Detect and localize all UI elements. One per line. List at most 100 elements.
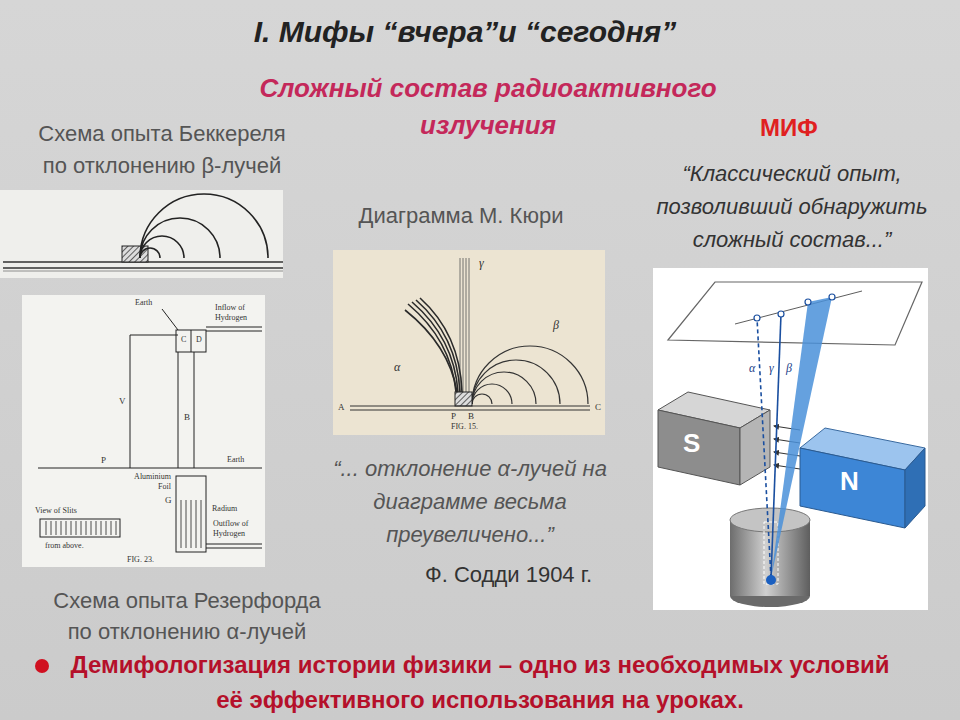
part-letter: C [594,402,602,413]
magnet-figure [805,299,811,305]
rutherford-figure [91,521,92,535]
magnet-figure [905,448,925,528]
magnet-figure [754,315,760,321]
ray-letter: γ [478,256,485,270]
becquerel-figure [140,218,220,258]
rutherford-figure [86,521,87,535]
curie-diagram [350,405,590,406]
ray-letter: β [785,361,793,375]
rutherford-figure [162,309,178,330]
part-letter: P [100,455,107,466]
pole-letter: N [840,466,859,497]
quote: “Классический опыт, позволивший обнаружи… [632,157,952,256]
rutherford-figure [191,500,192,548]
curie-diagram [463,258,464,392]
becquerel-figure [3,267,283,269]
rutherford-figure [101,521,102,535]
rutherford-figure [191,330,192,352]
curie-diagram [469,258,470,392]
figure-caption: Диаграмма М. Кюри [330,203,592,229]
rutherford-figure [38,468,262,469]
curie-diagram [472,384,512,404]
becquerel-figure [140,194,268,258]
rutherford-figure [196,500,197,548]
part-letter: D [195,335,203,345]
part-letter: P [450,411,457,422]
rutherford-figure [176,476,206,552]
quote-author: Ф. Содди 1904 г. [425,562,592,588]
curie-diagram [412,302,458,392]
curie-diagram [405,298,462,392]
rutherford-figure [206,548,262,549]
magnet-figure [653,268,928,610]
becquerel-figure [140,194,268,258]
ray-letter: γ [768,361,775,375]
rutherford-figure [76,521,77,535]
rutherford-figure [206,331,262,332]
curie-diagram [472,346,588,404]
magnet-figure [754,294,835,321]
becquerel-figure [3,271,283,272]
curie-diagram [460,258,469,392]
magnet-figure [658,410,740,485]
quote: “... отклонение α-лучей на диаграмме вес… [300,452,640,551]
rutherford-figure [206,544,262,545]
magnet-figure [653,268,928,610]
becquerel-figure [140,248,160,258]
rutherford-figure [81,521,82,535]
rutherford-figure [22,295,265,567]
part-label: Inflow of Hydrogen [214,303,260,322]
magnet-figure [730,508,810,532]
rutherford-figure [106,521,107,535]
part-letter: G [164,495,173,506]
magnet-figure [771,314,781,578]
rutherford-figure [201,500,202,548]
rutherford-figure [61,521,62,535]
part-label: View of Slits [34,506,78,516]
subtitle: Сложный состав радиоактивного излучения [228,70,748,144]
rutherford-figure [130,335,131,468]
part-label: Radium [211,504,238,514]
curie-diagram [472,346,588,404]
magnet-figure [778,311,784,317]
rutherford-figure [96,521,97,535]
part-label: Earth [134,298,153,308]
magnet-figure [766,575,776,585]
magnet-figure [668,282,922,345]
rutherford-figure [111,521,112,535]
rutherford-figure [46,521,47,535]
magnet-figure [800,448,905,528]
part-letter: V [118,396,127,407]
ray-letter: α [393,360,401,374]
rutherford-figure [178,352,179,468]
magnet-figure [735,291,862,324]
rutherford-figure [116,521,117,535]
rutherford-figure [181,500,182,548]
magnet-figure [740,410,770,485]
curie-diagram [333,250,605,435]
curie-diagram [333,250,605,435]
part-letter: A [337,402,346,413]
part-letter: C [180,335,187,345]
becquerel-figure [0,190,283,278]
becquerel-figure [122,246,148,262]
curie-diagram [405,310,457,392]
bullet [35,659,49,673]
myth-label: МИФ [760,114,818,143]
rutherford-figure [186,500,187,548]
rutherford-figure [194,352,195,468]
rutherford-figure [22,295,265,567]
part-label: from above. [44,541,85,551]
figure-number: FIG. 15. [450,422,479,432]
rutherford-figure [66,521,67,535]
rutherford-figure [51,521,52,535]
rutherford-figure [130,335,178,336]
becquerel-figure [140,236,184,258]
magnet-figure [829,294,835,300]
curie-diagram [466,258,467,392]
figure-number: FIG. 23. [126,555,155,565]
part-label: Earth [226,455,245,465]
rutherford-figure [40,519,120,537]
slide-title: I. Мифы “вчера”и “сегодня” [195,14,735,50]
